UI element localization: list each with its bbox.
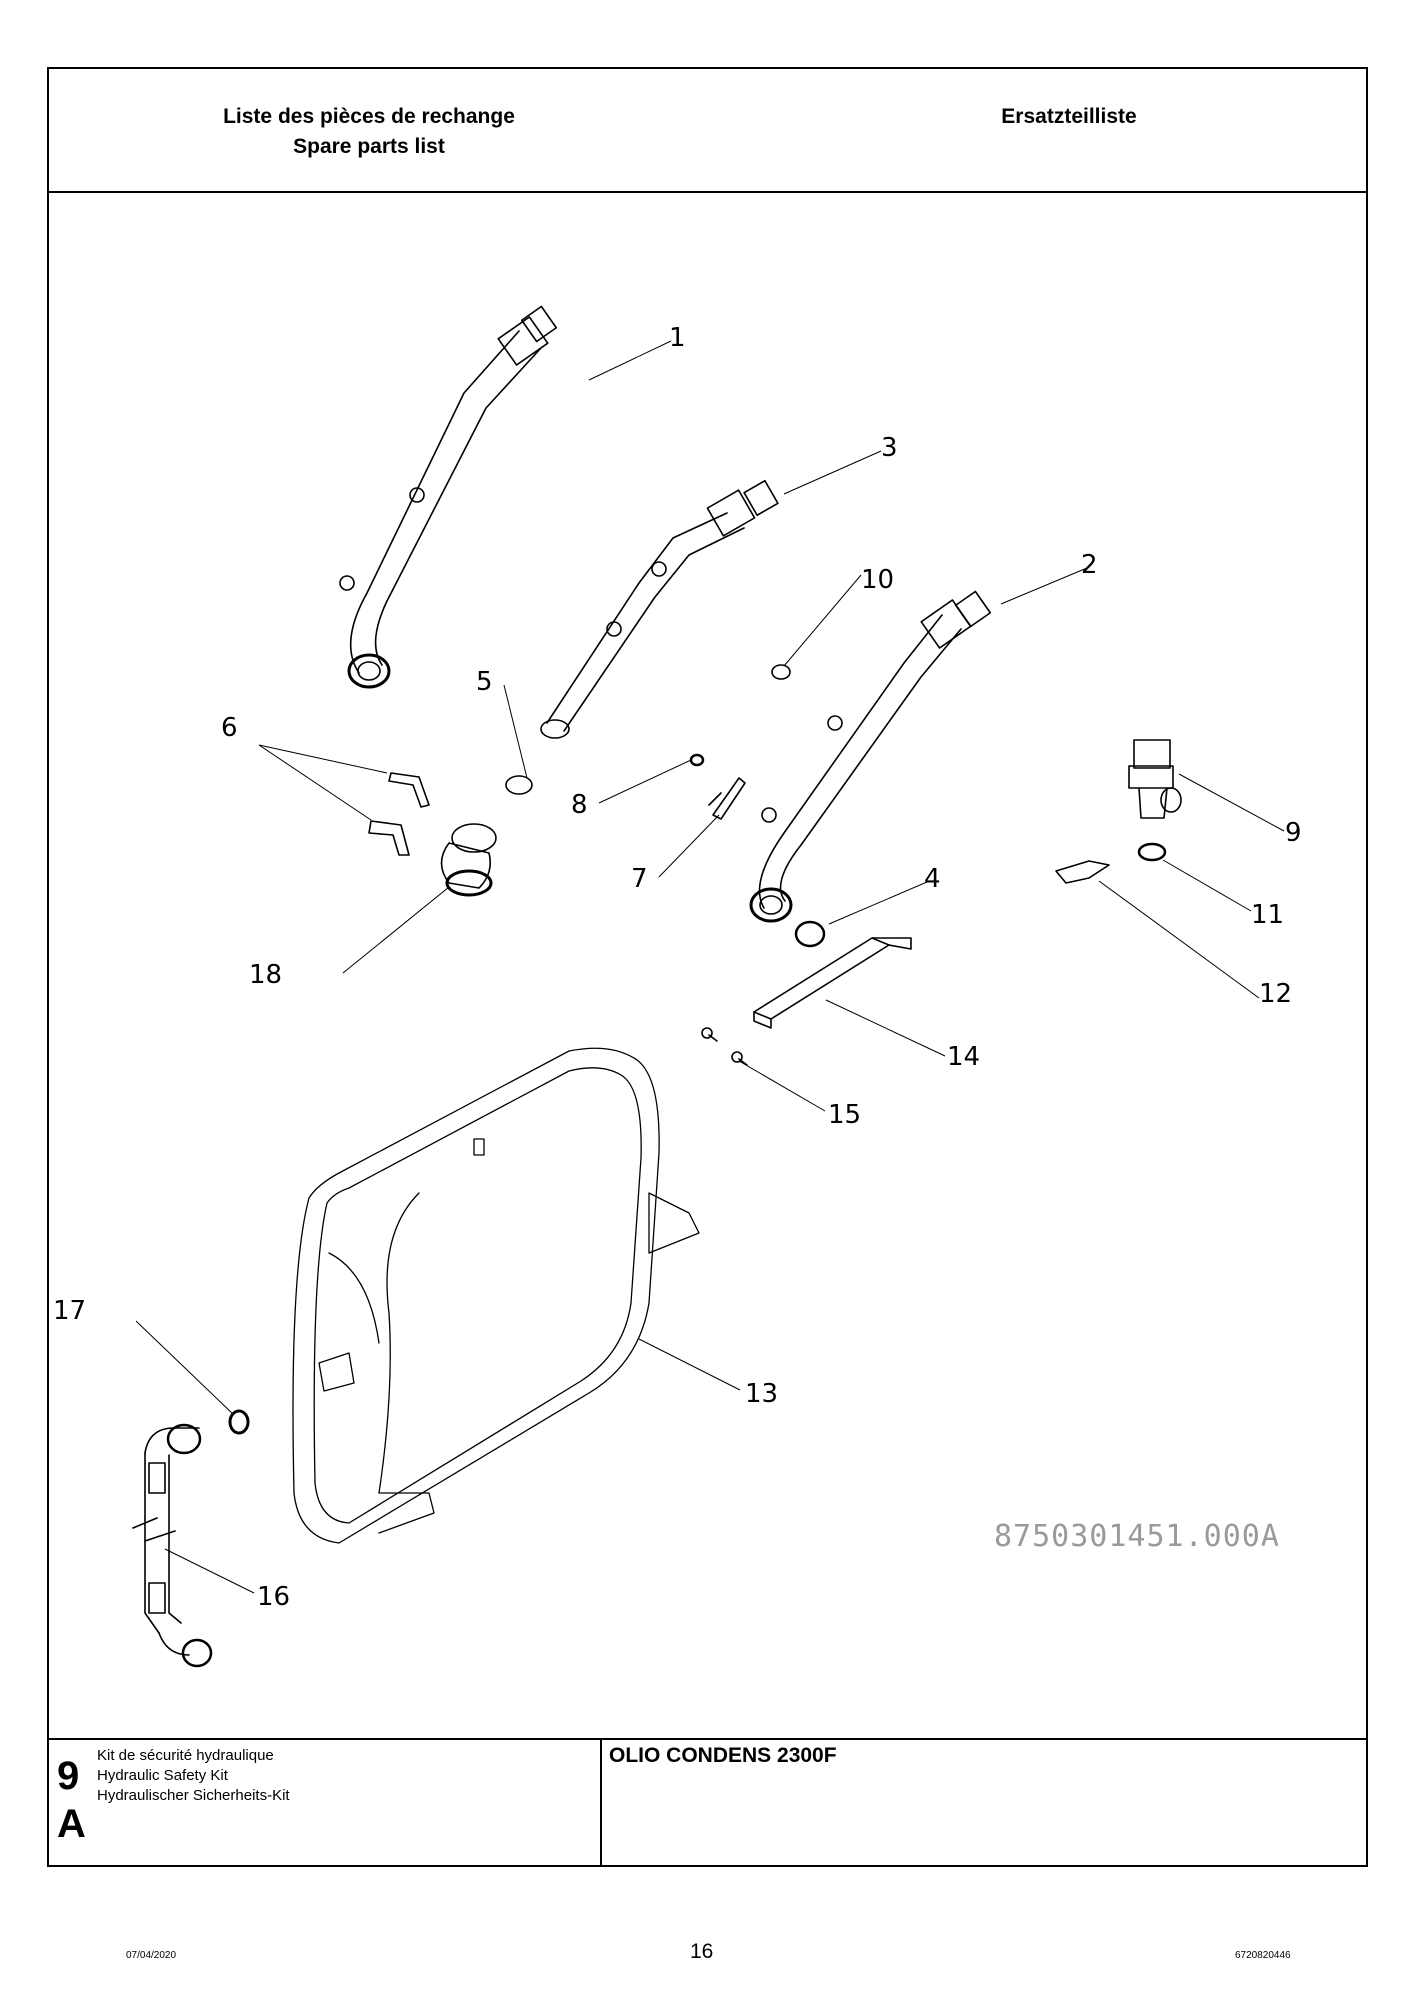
callout-16: 16 [257,1582,290,1612]
header-box: Liste des pièces de rechange Spare parts… [49,69,1366,193]
page-frame: Liste des pièces de rechange Spare parts… [47,67,1368,1867]
part-1-pipe [339,305,558,689]
part-18-elbow [440,823,497,897]
callout-3: 3 [881,433,898,463]
kit-title-en: Hydraulic Safety Kit [97,1767,228,1784]
page-number: 16 [690,1940,714,1963]
title-fr: Liste des pièces de rechange [223,105,515,128]
callout-15: 15 [828,1100,861,1130]
parts-diagram: 1 2 3 4 5 6 7 8 9 10 11 12 13 14 15 16 1… [53,305,1302,1668]
exploded-view-drawing: 1 2 3 4 5 6 7 8 9 10 11 12 13 14 15 16 1… [49,193,1366,1738]
part-4-seal [794,920,826,948]
part-8-ring [689,753,705,767]
callout-10: 10 [861,565,894,595]
part-17-ring [228,1409,250,1435]
callout-labels: 1 2 3 4 5 6 7 8 9 10 11 12 13 14 15 16 1… [53,323,1302,1612]
part-14-bracket [753,937,912,1029]
leader-lines [135,340,1285,1594]
callout-9: 9 [1285,818,1302,848]
footer-box: 9 A Kit de sécurité hydraulique Hydrauli… [49,1738,1366,1865]
callout-18: 18 [249,960,282,990]
part-10-oring [771,664,791,680]
print-date: 07/04/2020 [126,1950,177,1961]
section-number: 9 [57,1754,80,1798]
part-11-ring [1137,842,1167,862]
callout-12: 12 [1259,979,1292,1009]
callout-6: 6 [221,713,238,743]
callout-4: 4 [924,864,941,894]
part-3-pipe [540,479,779,739]
title-en: Spare parts list [293,135,445,158]
document-code: 6720820446 [1235,1950,1291,1961]
callout-1: 1 [669,323,686,353]
callout-7: 7 [631,864,648,894]
drawing-number: 8750301451.000A [994,1519,1280,1554]
part-9-valve [1128,739,1182,819]
part-16-hose [132,1423,213,1668]
part-5-oring [505,775,533,795]
part-12-clip [1055,860,1110,884]
callout-14: 14 [947,1042,980,1072]
part-2-pipe [749,590,992,923]
kit-title-de: Hydraulischer Sicherheits-Kit [97,1787,290,1804]
callout-2: 2 [1081,550,1098,580]
callout-17: 17 [53,1296,86,1326]
part-6-clips [368,772,430,856]
kit-title-fr: Kit de sécurité hydraulique [97,1747,274,1764]
callout-11: 11 [1251,900,1284,930]
part-7-clip [708,777,746,820]
part-15-screws [701,1027,748,1066]
model-name: OLIO CONDENS 2300F [609,1744,837,1767]
kit-titles: Kit de sécurité hydraulique Hydraulic Sa… [97,1746,290,1806]
section-letter: A [57,1802,86,1846]
callout-13: 13 [745,1379,778,1409]
part-13-expansion-vessel [292,1047,700,1544]
footer-divider [600,1740,602,1865]
header-left: Liste des pièces de rechange Spare parts… [189,102,549,162]
callout-5: 5 [476,667,493,697]
title-de: Ersatzteilliste [1001,105,1137,128]
callout-8: 8 [571,790,588,820]
